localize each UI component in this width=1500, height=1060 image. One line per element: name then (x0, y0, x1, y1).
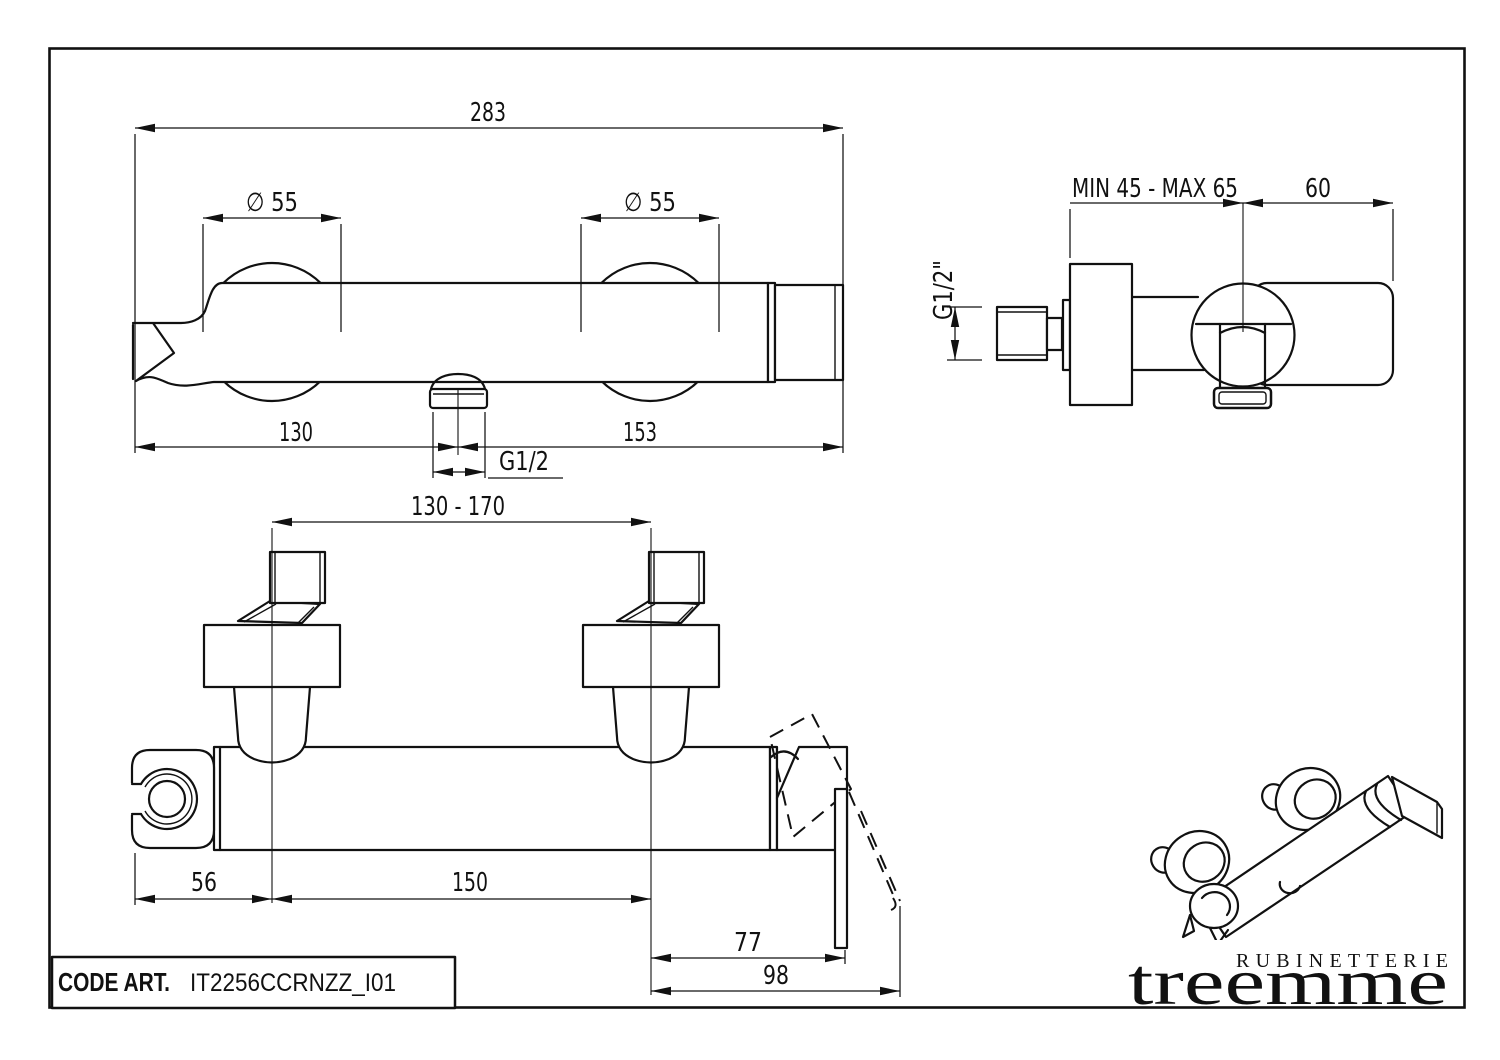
logo-background (1096, 940, 1462, 1005)
dim-diameter-left: ∅ 55 (246, 188, 298, 218)
mixer-bar-body (131, 281, 770, 387)
dim-width: 60 (1305, 174, 1331, 204)
title-block: CODE ART. IT2256CCRNZZ_I01 (50, 955, 457, 1010)
mixer-bar-front (212, 745, 772, 852)
thread-label-top: G1/2 (499, 447, 549, 477)
outlet-dome (429, 372, 487, 391)
dim-holder-offset: 56 (191, 868, 217, 898)
side-view: MIN 45 - MAX 65 60 G1/2" (929, 174, 1395, 410)
dim-centers: 130 - 170 (411, 492, 505, 522)
union-fitting-right (647, 550, 706, 605)
top-view: 283 ∅ 55 ∅ 55 130 153 G1/2 (131, 98, 845, 479)
union-fitting-left (268, 550, 327, 605)
iso-holder (1188, 882, 1240, 930)
dim-overall: 283 (470, 98, 506, 128)
iso-handle-blade (1390, 775, 1444, 840)
holder-socket (147, 779, 187, 819)
dim-lever-total: 98 (763, 961, 789, 991)
lever-grip (833, 787, 849, 950)
iso-view (1150, 766, 1444, 946)
dim-left-span: 130 (279, 418, 313, 448)
dim-lever: 77 (734, 928, 762, 958)
lever-alt-position (769, 713, 852, 838)
inlet-connector (1045, 316, 1064, 352)
dim-diameter-right: ∅ 55 (624, 188, 676, 218)
shower-holder (130, 748, 216, 850)
logo-brand: treemme (1128, 946, 1448, 1019)
drawing-border (48, 47, 1466, 1009)
outlet-cap-side (1212, 386, 1273, 410)
end-cap (773, 283, 845, 382)
code-label: CODE ART. (58, 967, 170, 997)
wall-plate (1068, 262, 1134, 407)
dim-depth: MIN 45 - MAX 65 (1072, 174, 1238, 204)
brand-logo: RUBINETTERIE treemme (1096, 940, 1462, 1019)
dim-right-span: 153 (623, 418, 657, 448)
code-box (50, 955, 457, 1010)
code-value: IT2256CCRNZZ_I01 (190, 969, 396, 997)
inlet-fitting (995, 305, 1049, 362)
dim-span: 150 (452, 868, 488, 898)
iso-outlet (1278, 880, 1302, 895)
front-view: 130 - 170 56 150 77 98 (130, 492, 901, 997)
